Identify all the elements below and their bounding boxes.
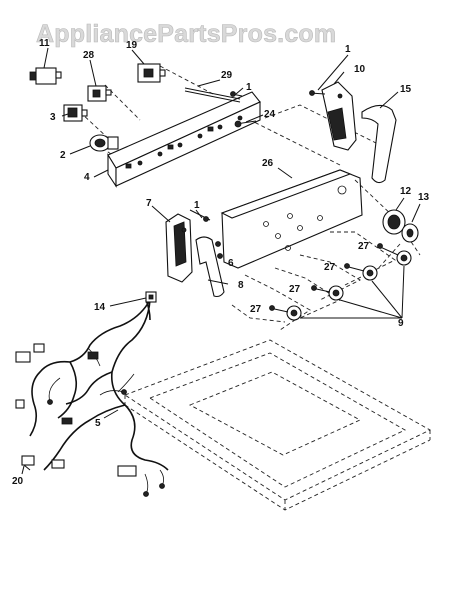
clip-20 bbox=[21, 455, 35, 471]
callout-labels: 1 10 11 28 19 29 1 15 3 24 2 26 4 12 13 … bbox=[12, 38, 430, 487]
screw-1-right bbox=[309, 90, 326, 96]
knob-9-leaders bbox=[300, 265, 405, 319]
knob-9-a bbox=[377, 243, 412, 266]
callout-2: 2 bbox=[60, 150, 66, 161]
callout-27-c: 27 bbox=[289, 284, 301, 295]
switch-19 bbox=[137, 63, 166, 83]
wire-harness-5 bbox=[15, 299, 169, 497]
control-panel-bracket bbox=[107, 91, 261, 188]
screw-1-bracket bbox=[230, 91, 243, 97]
knob-13 bbox=[401, 223, 419, 243]
callout-8: 8 bbox=[238, 280, 244, 291]
console-panel bbox=[220, 169, 363, 269]
knob-12 bbox=[382, 209, 406, 235]
cabinet-top bbox=[124, 339, 431, 511]
callout-14: 14 bbox=[94, 302, 106, 313]
callout-1-bracket: 1 bbox=[246, 82, 252, 93]
shaft-29 bbox=[184, 87, 241, 103]
switch-28 bbox=[87, 85, 112, 102]
knob-9-d bbox=[269, 305, 302, 321]
knob-9-b bbox=[344, 263, 378, 281]
callout-26: 26 bbox=[262, 158, 274, 169]
callout-19: 19 bbox=[126, 40, 138, 51]
callout-7: 7 bbox=[146, 198, 152, 209]
callout-10: 10 bbox=[354, 64, 366, 75]
end-cap-trim-15 bbox=[361, 104, 397, 184]
callout-27-d: 27 bbox=[250, 304, 262, 315]
callout-27-a: 27 bbox=[358, 241, 370, 252]
callout-3: 3 bbox=[50, 112, 56, 123]
callout-5: 5 bbox=[95, 418, 101, 429]
switch-11 bbox=[29, 67, 62, 85]
timer-2 bbox=[89, 134, 119, 152]
callout-28: 28 bbox=[83, 50, 95, 61]
end-cap-7 bbox=[165, 213, 193, 283]
screw-24 bbox=[234, 120, 257, 128]
callout-24: 24 bbox=[264, 109, 276, 120]
callout-12: 12 bbox=[400, 186, 412, 197]
end-cap-10 bbox=[321, 81, 357, 151]
knob-9-c bbox=[311, 285, 344, 301]
callout-6: 6 bbox=[228, 258, 234, 269]
leader-lines bbox=[21, 47, 421, 475]
harness-14 bbox=[145, 291, 157, 321]
callout-4: 4 bbox=[84, 172, 90, 183]
callout-15: 15 bbox=[400, 84, 412, 95]
callout-11: 11 bbox=[39, 38, 50, 49]
callout-20: 20 bbox=[12, 476, 24, 487]
callout-13: 13 bbox=[418, 192, 430, 203]
callout-27-b: 27 bbox=[324, 262, 336, 273]
callout-1-left: 1 bbox=[194, 200, 200, 211]
end-cap-trim-8 bbox=[195, 236, 225, 298]
switch-3 bbox=[63, 104, 88, 122]
callout-1-top: 1 bbox=[345, 44, 351, 55]
callout-29: 29 bbox=[221, 70, 233, 81]
watermark-text: AppliancePartsPros.com bbox=[36, 20, 336, 48]
callout-9: 9 bbox=[398, 318, 404, 329]
